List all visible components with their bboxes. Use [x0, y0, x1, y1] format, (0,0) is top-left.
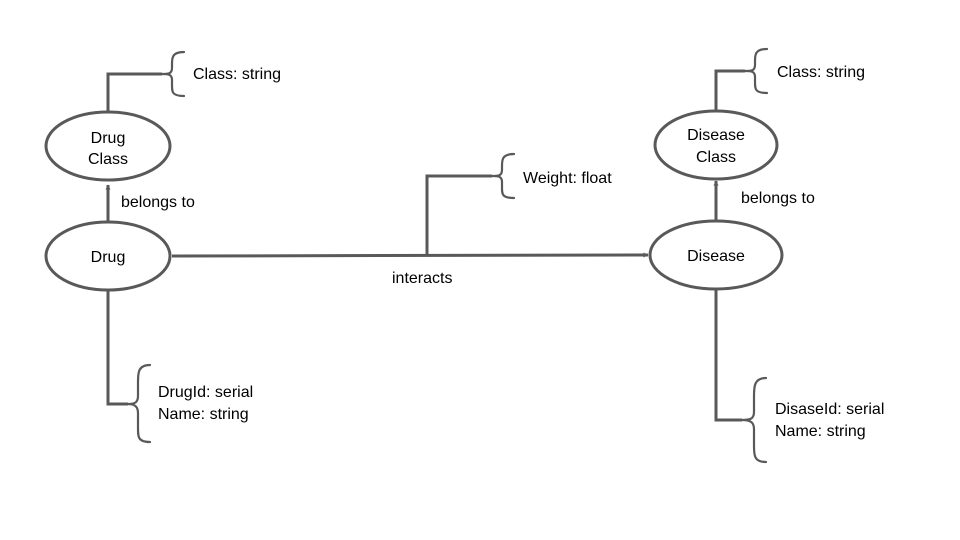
disease-label: Disease	[687, 248, 745, 265]
interacts-label: interacts	[392, 270, 452, 287]
interacts-attribute-connector	[425, 174, 492, 255]
disease-attribute-brace	[740, 376, 768, 464]
drug-class-attribute-brace	[160, 50, 186, 98]
drug-class-attribute-class: Class: string	[193, 66, 281, 83]
disease-class-label-line1: Disease	[687, 127, 745, 144]
interacts-attribute-brace	[490, 152, 516, 200]
disease-ellipse	[648, 219, 784, 291]
drug-class-attribute-connector	[106, 72, 162, 113]
disease-class-attribute-class: Class: string	[777, 64, 865, 81]
interacts-arrow	[171, 252, 649, 258]
drug-attribute-name: Name: string	[158, 406, 249, 423]
drug-ellipse	[44, 220, 172, 292]
disease-class-attribute-connector	[714, 69, 745, 111]
drug-class-ellipse	[44, 110, 172, 182]
drug-attribute-brace	[126, 363, 152, 444]
drug-attribute-connector	[106, 289, 128, 406]
disease-attribute-connector	[714, 289, 742, 422]
drug-node[interactable]: Drug	[44, 220, 172, 292]
drug-class-label-line1: Drug	[91, 130, 126, 147]
drug-belongs-to-label: belongs to	[121, 194, 195, 211]
disease-class-node[interactable]: Disease Class	[653, 109, 779, 181]
drug-attribute-id: DrugId: serial	[158, 384, 253, 401]
disease-class-ellipse	[653, 109, 779, 181]
drug-class-node[interactable]: Drug Class	[44, 110, 172, 182]
drug-class-label-line2: Class	[88, 151, 128, 168]
disease-attribute-id: DisaseId: serial	[775, 401, 884, 418]
disease-class-label-line2: Class	[696, 149, 736, 166]
disease-belongs-to-label: belongs to	[741, 190, 815, 207]
disease-attribute-name: Name: string	[775, 423, 866, 440]
disease-class-attribute-brace	[743, 47, 769, 95]
interacts-attribute-weight: Weight: float	[523, 170, 612, 187]
disease-node[interactable]: Disease	[648, 219, 784, 291]
drug-label: Drug	[91, 249, 126, 266]
